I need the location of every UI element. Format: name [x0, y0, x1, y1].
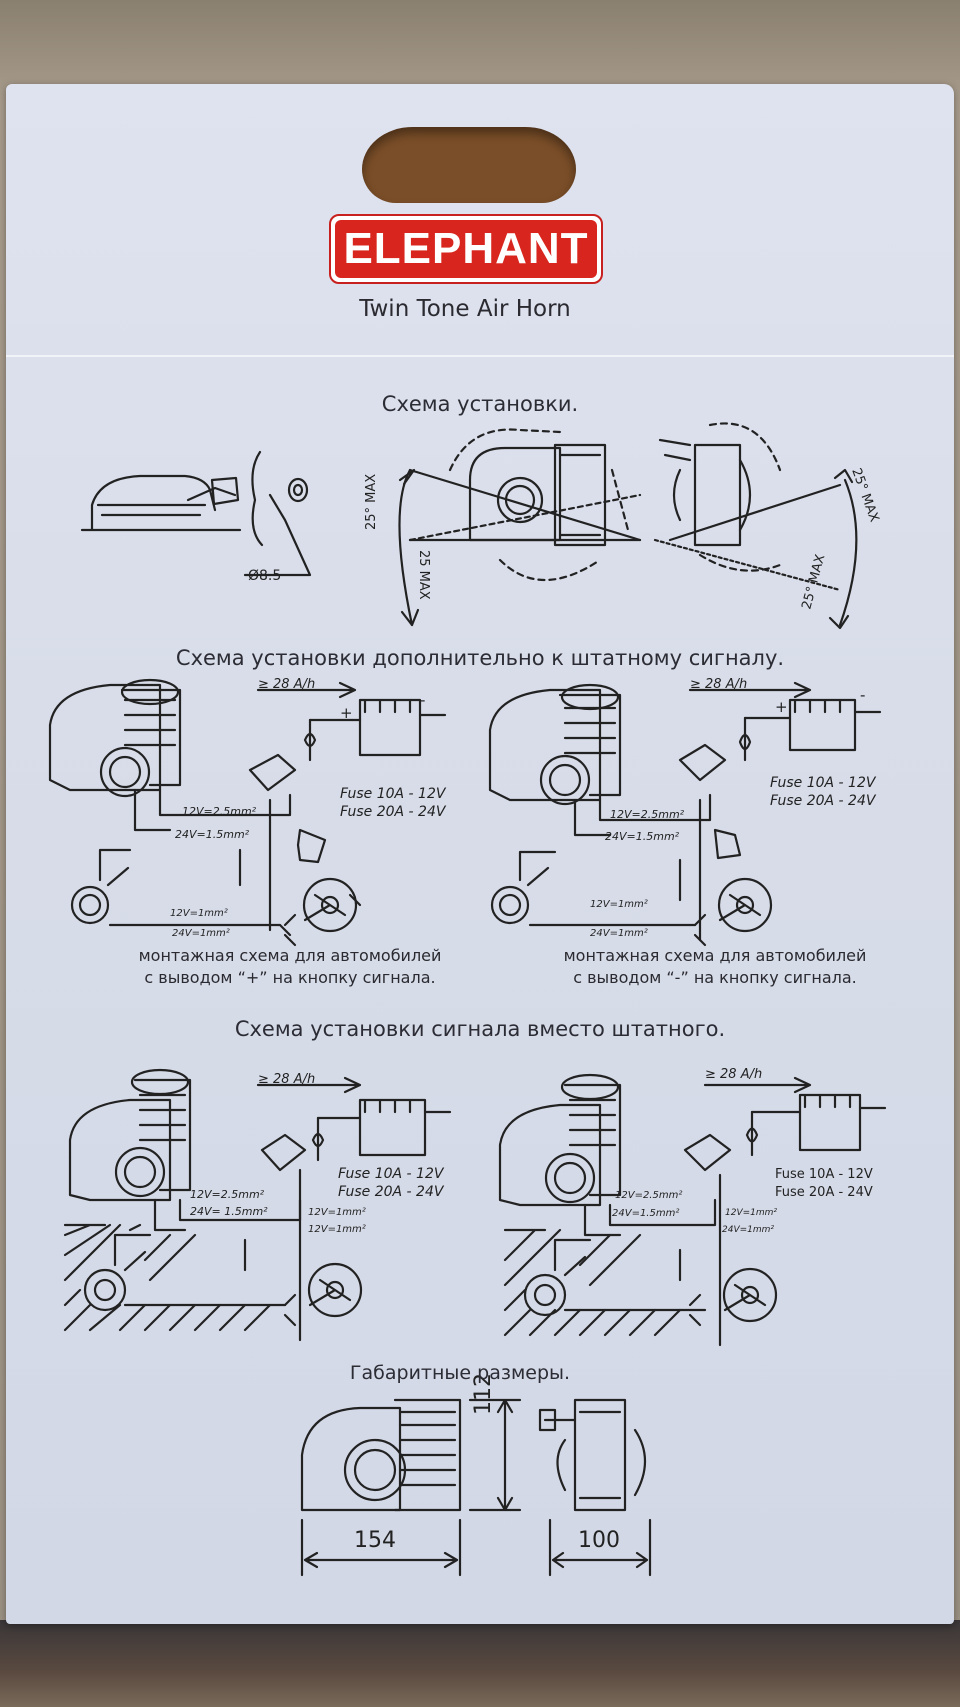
wire-thin-12v-right: 12V=1mm²: [590, 899, 648, 910]
background-hand: [0, 1620, 960, 1707]
wire-thick-24v-right: 24V=1.5mm²: [605, 830, 680, 843]
horn-tilt-side: [653, 422, 858, 630]
horn-tilt-front: [398, 428, 642, 627]
wire-thick-24v-left-2: 24V= 1.5mm²: [190, 1205, 268, 1218]
package-back: [6, 84, 954, 1624]
length-dimension: 154: [354, 1528, 396, 1553]
caption-plus-line1: монтажная схема для автомобилей: [138, 946, 442, 965]
product-name: Twin Tone Air Horn: [359, 296, 571, 322]
wire-thick-12v-left: 12V=2.5mm²: [182, 805, 257, 818]
width-dimension: 100: [578, 1528, 620, 1553]
angle-label-upper-left: 25° MAX: [364, 474, 379, 530]
wire-thick-24v-right-2: 24V=1.5mm²: [612, 1208, 679, 1219]
fuse-12v-right-2: Fuse 10A - 12V: [775, 1167, 873, 1182]
caption-plus-line2: с выводом “+” на кнопку сигнала.: [144, 968, 436, 987]
wiring-plus-diagram: [48, 678, 447, 947]
caption-minus: монтажная схема для автомобилей с выводо…: [545, 945, 885, 989]
fuse-24v-right-2: Fuse 20A - 24V: [775, 1185, 873, 1200]
hanger-hole: [362, 127, 576, 203]
battery-capacity-left-2: ≥ 28 A/h: [258, 1072, 315, 1087]
wire-thin-24v-left: 24V=1mm²: [172, 928, 230, 939]
section1-title: Схема установки.: [381, 392, 579, 416]
battery-capacity-right-2: ≥ 28 A/h: [705, 1067, 762, 1082]
caption-minus-line1: монтажная схема для автомобилей: [563, 946, 867, 965]
wire-thin-24v-right-2: 24V=1mm²: [722, 1225, 774, 1235]
wire-thick-12v-right: 12V=2.5mm²: [610, 808, 685, 821]
wire-thin-12v-right-2: 12V=1mm²: [725, 1208, 777, 1218]
wire-thick-12v-left-2: 12V=2.5mm²: [190, 1188, 265, 1201]
wire-thick-12v-right-2: 12V=2.5mm²: [615, 1190, 682, 1201]
wire-thin-24v-left-2: 12V=1mm²: [308, 1224, 366, 1235]
wire-thin-12v-left: 12V=1mm²: [170, 908, 228, 919]
angle-label-lower-right: 25° MAX: [799, 553, 828, 611]
hole-diameter-label: Ø8.5: [248, 568, 281, 584]
fuse-24v-left-2: Fuse 20A - 24V: [338, 1184, 445, 1200]
brand-logo: ELEPHANT: [329, 214, 603, 284]
battery-capacity-left: ≥ 28 A/h: [258, 677, 315, 692]
fuse-24v-right: Fuse 20A - 24V: [770, 793, 877, 809]
fuse-12v-right: Fuse 10A - 12V: [770, 775, 877, 791]
plus-terminal-right: +: [775, 698, 788, 716]
mounting-sketch: [80, 450, 312, 577]
fuse-12v-left-2: Fuse 10A - 12V: [338, 1166, 445, 1182]
dimensions-drawing: [300, 1398, 652, 1577]
section2-title: Схема установки дополнительно к штатному…: [175, 646, 785, 670]
angle-label-lower-left: 25 MAX: [416, 550, 431, 600]
brand-logo-text: ELEPHANT: [343, 224, 589, 273]
minus-terminal-right: -: [860, 686, 865, 704]
wire-thin-24v-right: 24V=1mm²: [590, 928, 648, 939]
wire-thick-24v-left: 24V=1.5mm²: [175, 828, 250, 841]
wiring-replacement-right: [498, 1073, 887, 1347]
height-dimension: 112: [471, 1373, 496, 1415]
section3-title: Схема установки сигнала вместо штатного.: [234, 1017, 726, 1041]
angle-label-upper-right: 25° MAX: [848, 466, 881, 524]
caption-minus-line2: с выводом “-” на кнопку сигнала.: [573, 968, 857, 987]
section4-title: Габаритные размеры.: [349, 1362, 571, 1384]
battery-capacity-right: ≥ 28 A/h: [690, 677, 747, 692]
plus-terminal-left: +: [340, 704, 353, 722]
wiring-replacement-left: [63, 1068, 452, 1342]
fuse-24v-left: Fuse 20A - 24V: [340, 804, 447, 820]
box-fold-line: [6, 355, 954, 357]
minus-terminal-left: -: [420, 691, 425, 709]
wire-thin-12v-left-2: 12V=1mm²: [308, 1207, 366, 1218]
fuse-12v-left: Fuse 10A - 12V: [340, 786, 447, 802]
caption-plus: монтажная схема для автомобилей с выводо…: [120, 945, 460, 989]
wiring-minus-diagram: [488, 681, 882, 947]
